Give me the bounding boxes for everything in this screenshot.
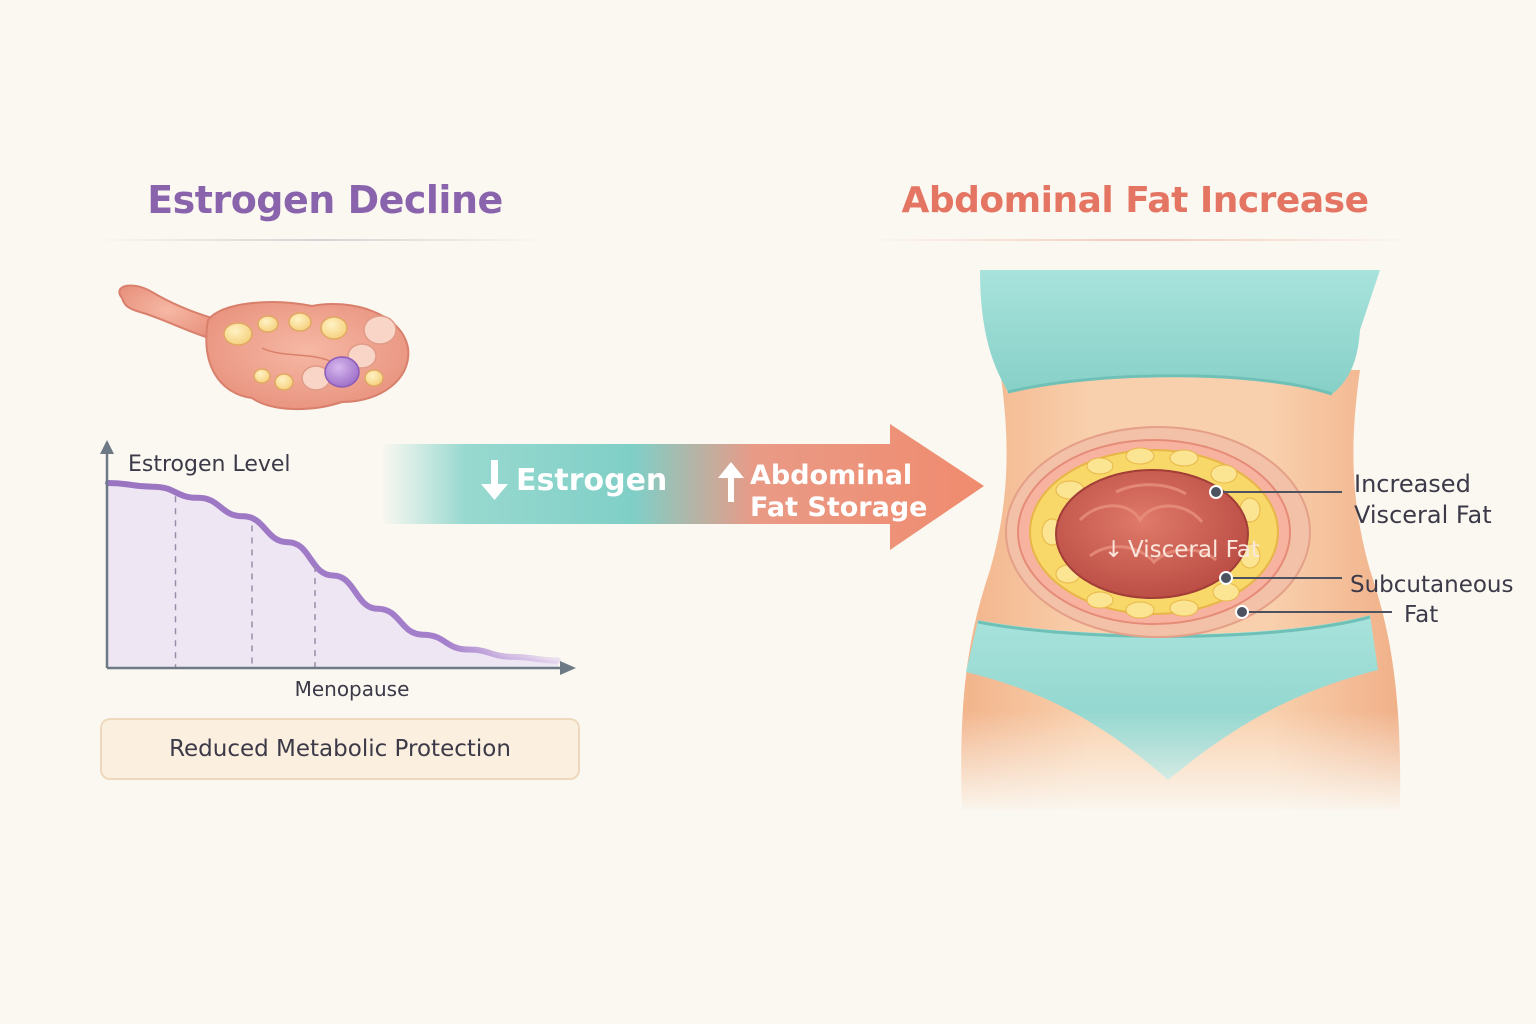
- visceral-callout-line2: Visceral Fat: [1354, 501, 1492, 529]
- x-axis-arrowhead: [560, 661, 576, 675]
- subcutaneous-callout-line1: Subcutaneous: [1350, 572, 1513, 598]
- right-panel-title: Abdominal Fat Increase: [901, 180, 1369, 221]
- fat-arrow-label-line2: Fat Storage: [750, 492, 927, 523]
- visceral-callout: Increased Visceral Fat: [1209, 470, 1492, 529]
- callouts: Increased Visceral Fat Subcutaneous Fat: [1209, 470, 1513, 628]
- reduced-protection-label: Reduced Metabolic Protection: [169, 736, 511, 762]
- subcutaneous-callout: Subcutaneous Fat: [1219, 571, 1513, 628]
- down-arrow-icon: [481, 460, 508, 500]
- female-torso-illustration: ↓ Visceral Fat: [940, 270, 1420, 815]
- estrogen-to-fat-arrow: Estrogen Abdominal Fat Storage: [380, 424, 984, 550]
- left-panel-title: Estrogen Decline: [147, 178, 503, 222]
- subcutaneous-callout-line2: Fat: [1404, 602, 1438, 628]
- up-arrow-icon: [718, 462, 744, 502]
- ovary-illustration: [118, 284, 410, 410]
- visceral-inner-label: Visceral Fat: [1128, 537, 1260, 563]
- right-title-divider: [860, 239, 1420, 241]
- visceral-inner-arrow: ↓: [1104, 537, 1123, 563]
- estrogen-arrow-label: Estrogen: [516, 463, 667, 498]
- fat-arrow-label-line1: Abdominal: [750, 460, 912, 491]
- estrogen-level-chart: Estrogen Level Menopause: [100, 440, 576, 701]
- left-title-divider: [90, 239, 550, 241]
- y-axis-label: Estrogen Level: [128, 452, 291, 477]
- reduced-protection-box: Reduced Metabolic Protection: [100, 718, 580, 780]
- visceral-callout-line1: Increased: [1354, 470, 1471, 498]
- y-axis-arrowhead: [100, 440, 114, 454]
- x-axis-label: Menopause: [295, 677, 410, 701]
- estrogen-curve: [105, 480, 561, 664]
